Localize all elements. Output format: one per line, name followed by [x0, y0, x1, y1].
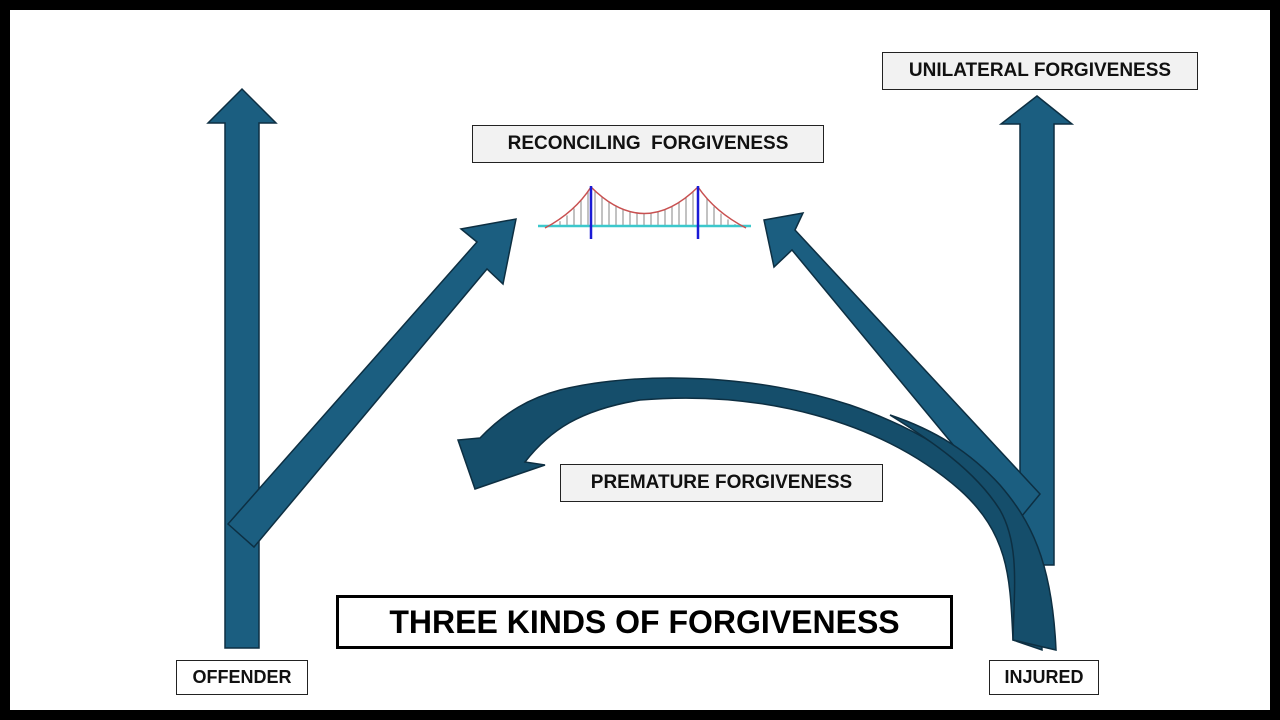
premature-forgiveness-label: PREMATURE FORGIVENESS: [560, 464, 883, 502]
offender-to-reconciling-arrow: [226, 218, 517, 549]
premature-arrow-front-segment: [889, 414, 1057, 651]
offender-label: OFFENDER: [176, 660, 308, 695]
offender-vertical-arrow: [206, 87, 278, 649]
suspension-bridge-icon: [538, 185, 751, 239]
reconciling-forgiveness-label: RECONCILING FORGIVENESS: [472, 125, 824, 163]
unilateral-forgiveness-label: UNILATERAL FORGIVENESS: [882, 52, 1198, 90]
diagram-title: THREE KINDS OF FORGIVENESS: [336, 595, 953, 649]
injured-label: INJURED: [989, 660, 1099, 695]
injured-vertical-arrow: [998, 95, 1075, 566]
premature-forgiveness-curved-arrow: [456, 377, 1043, 652]
